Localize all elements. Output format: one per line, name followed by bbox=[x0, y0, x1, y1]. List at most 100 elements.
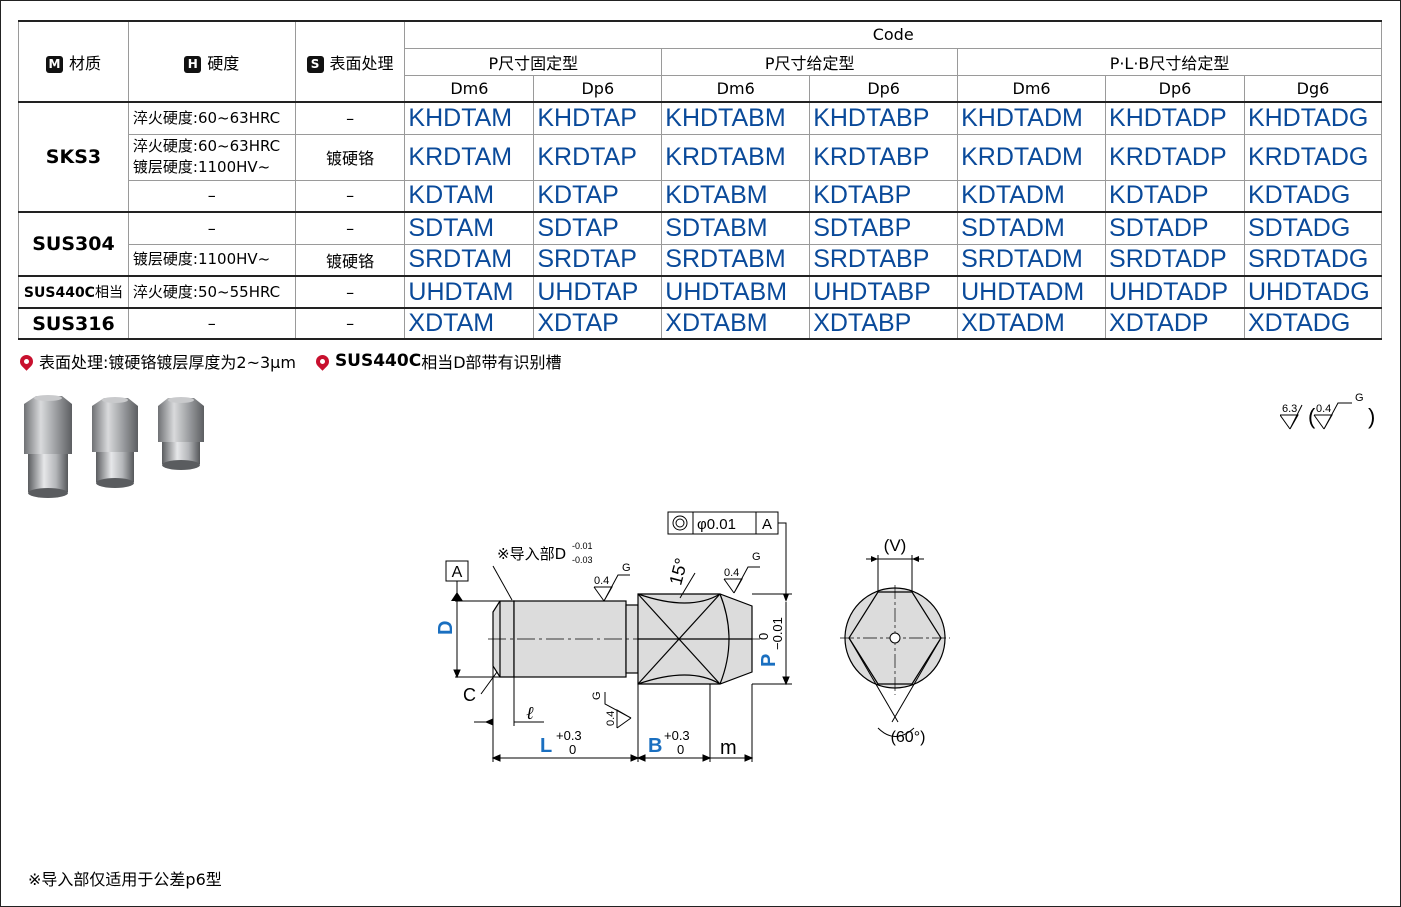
header-group-p: P尺寸给定型 bbox=[661, 47, 959, 76]
header-tol: Dm6 bbox=[661, 74, 811, 103]
hardness-cell: – bbox=[127, 307, 296, 340]
note-sus440c-text: 相当D部带有识别槽 bbox=[421, 353, 562, 372]
code-cell[interactable]: SRDTADM bbox=[957, 243, 1107, 277]
material-badge: M bbox=[45, 55, 63, 73]
code-cell[interactable]: XDTABP bbox=[809, 307, 959, 340]
code-cell[interactable]: KHDTABM bbox=[661, 101, 811, 135]
code-cell[interactable]: XDTADP bbox=[1105, 307, 1245, 340]
material-sus304: SUS304 bbox=[18, 211, 129, 277]
note-sus440c-bold: SUS440C bbox=[334, 351, 422, 371]
header-tol: Dp6 bbox=[533, 74, 663, 103]
hardness-cell: – bbox=[127, 211, 296, 245]
code-cell[interactable]: SRDTADP bbox=[1105, 243, 1245, 277]
header-group-plb: P·L·B尺寸给定型 bbox=[957, 47, 1382, 76]
code-cell[interactable]: KRDTADM bbox=[957, 133, 1107, 181]
header-group-fixed: P尺寸固定型 bbox=[404, 47, 663, 76]
roughness-63: 6.3 bbox=[1282, 403, 1297, 415]
code-cell[interactable]: KDTABP bbox=[809, 179, 959, 213]
code-cell[interactable]: XDTAM bbox=[404, 307, 535, 340]
code-cell[interactable]: SDTADP bbox=[1105, 211, 1245, 245]
table-row: SUS316 – – XDTAM XDTAP XDTABM XDTABP XDT… bbox=[18, 307, 1383, 340]
material-sus440c-suffix: 相当 bbox=[94, 285, 123, 301]
code-cell[interactable]: SRDTADG bbox=[1243, 243, 1383, 277]
surface-cell: – bbox=[294, 307, 406, 340]
code-cell[interactable]: SRDTAP bbox=[533, 243, 663, 277]
code-cell[interactable]: KRDTAM bbox=[404, 133, 535, 181]
code-cell[interactable]: KDTABM bbox=[661, 179, 811, 213]
note-plating: 表面处理:镀硬铬镀层厚度为2~3μm bbox=[17, 349, 296, 373]
hardness-cell: 镀层硬度:1100HV~ bbox=[127, 243, 296, 277]
roughness-04: 0.4 bbox=[1316, 403, 1331, 415]
code-cell[interactable]: KRDTADG bbox=[1243, 133, 1383, 181]
code-cell[interactable]: KRDTABM bbox=[661, 133, 811, 181]
code-cell[interactable]: KRDTABP bbox=[809, 133, 959, 181]
material-sus440c: SUS440C相当 bbox=[18, 275, 129, 309]
table-row: – – KDTAM KDTAP KDTABM KDTABP KDTADM KDT… bbox=[19, 179, 1383, 213]
code-cell[interactable]: KDTADP bbox=[1105, 179, 1245, 213]
hardness-cell: – bbox=[127, 179, 296, 213]
code-cell[interactable]: UHDTADG bbox=[1243, 275, 1383, 309]
code-cell[interactable]: SDTAP bbox=[533, 211, 663, 245]
header-tol: Dp6 bbox=[809, 74, 959, 103]
code-cell[interactable]: XDTABM bbox=[661, 307, 811, 340]
header-material-label: 材质 bbox=[68, 53, 101, 73]
code-cell[interactable]: KHDTADM bbox=[957, 101, 1107, 135]
code-cell[interactable]: KRDTADP bbox=[1105, 133, 1245, 181]
surface-cell: – bbox=[294, 275, 406, 309]
header-code: Code bbox=[404, 20, 1382, 49]
code-cell[interactable]: KDTAP bbox=[533, 179, 663, 213]
hardness-line: 淬火硬度:60~63HRC bbox=[132, 137, 281, 155]
code-cell[interactable]: KHDTABP bbox=[809, 101, 959, 135]
hardness-cell: 淬火硬度:60~63HRC bbox=[127, 101, 296, 135]
surface-badge: S bbox=[306, 55, 324, 73]
code-cell[interactable]: SDTABM bbox=[661, 211, 811, 245]
code-cell[interactable]: XDTADM bbox=[957, 307, 1107, 340]
paren-open: ( bbox=[1308, 404, 1316, 429]
table-row: SUS440C相当 淬火硬度:50~55HRC – UHDTAM UHDTAP … bbox=[18, 275, 1383, 309]
header-tol: Dg6 bbox=[1243, 74, 1383, 103]
code-cell[interactable]: UHDTAM bbox=[404, 275, 535, 309]
surface-roughness-symbol: 6.3 ( 0.4 G ) bbox=[1280, 392, 1375, 430]
material-sus316: SUS316 bbox=[18, 307, 129, 340]
code-cell[interactable]: SDTADG bbox=[1243, 211, 1383, 245]
code-cell[interactable]: KRDTAP bbox=[533, 133, 663, 181]
code-cell[interactable]: UHDTABM bbox=[661, 275, 811, 309]
info-pin-icon bbox=[313, 351, 332, 371]
code-cell[interactable]: SDTAM bbox=[404, 211, 535, 245]
code-cell[interactable]: KHDTADG bbox=[1243, 101, 1383, 135]
code-cell[interactable]: SRDTABM bbox=[661, 243, 811, 277]
footnote: ※导入部仅适用于公差p6型 bbox=[28, 870, 222, 889]
header-tol: Dm6 bbox=[404, 74, 535, 103]
code-cell[interactable]: KDTAM bbox=[404, 179, 535, 213]
grind-g: G bbox=[1355, 392, 1364, 404]
code-cell[interactable]: XDTAP bbox=[533, 307, 663, 340]
code-cell[interactable]: KDTADM bbox=[957, 179, 1107, 213]
code-cell[interactable]: UHDTABP bbox=[809, 275, 959, 309]
code-cell[interactable]: UHDTADP bbox=[1105, 275, 1245, 309]
code-cell[interactable]: UHDTAP bbox=[533, 275, 663, 309]
code-cell[interactable]: SDTABP bbox=[809, 211, 959, 245]
surface-cell: – bbox=[294, 211, 406, 245]
table-row: SUS304 – – SDTAM SDTAP SDTABM SDTABP SDT… bbox=[18, 211, 1383, 277]
code-cell[interactable]: KHDTADP bbox=[1105, 101, 1245, 135]
hardness-cell: 淬火硬度:60~63HRC 镀层硬度:1100HV~ bbox=[127, 133, 296, 181]
code-cell[interactable]: XDTADG bbox=[1243, 307, 1383, 340]
code-cell[interactable]: KHDTAM bbox=[404, 101, 535, 135]
table-row: 镀层硬度:1100HV~ 镀硬铬 SRDTAM SRDTAP SRDTABM S… bbox=[19, 243, 1383, 277]
code-cell[interactable]: SRDTAM bbox=[404, 243, 535, 277]
material-sus440c-name: SUS440C bbox=[23, 285, 95, 301]
code-cell[interactable]: UHDTADM bbox=[957, 275, 1107, 309]
header-tol: Dp6 bbox=[1105, 74, 1245, 103]
code-cell[interactable]: KHDTAP bbox=[533, 101, 663, 135]
paren-close: ) bbox=[1368, 404, 1375, 429]
hardness-line: 镀层硬度:1100HV~ bbox=[132, 158, 271, 176]
code-cell[interactable]: SDTADM bbox=[957, 211, 1107, 245]
table-row: SKS3 淬火硬度:60~63HRC – KHDTAM KHDTAP KHDTA… bbox=[18, 101, 1383, 213]
code-cell[interactable]: SRDTABP bbox=[809, 243, 959, 277]
code-cell[interactable]: KDTADG bbox=[1243, 179, 1383, 213]
